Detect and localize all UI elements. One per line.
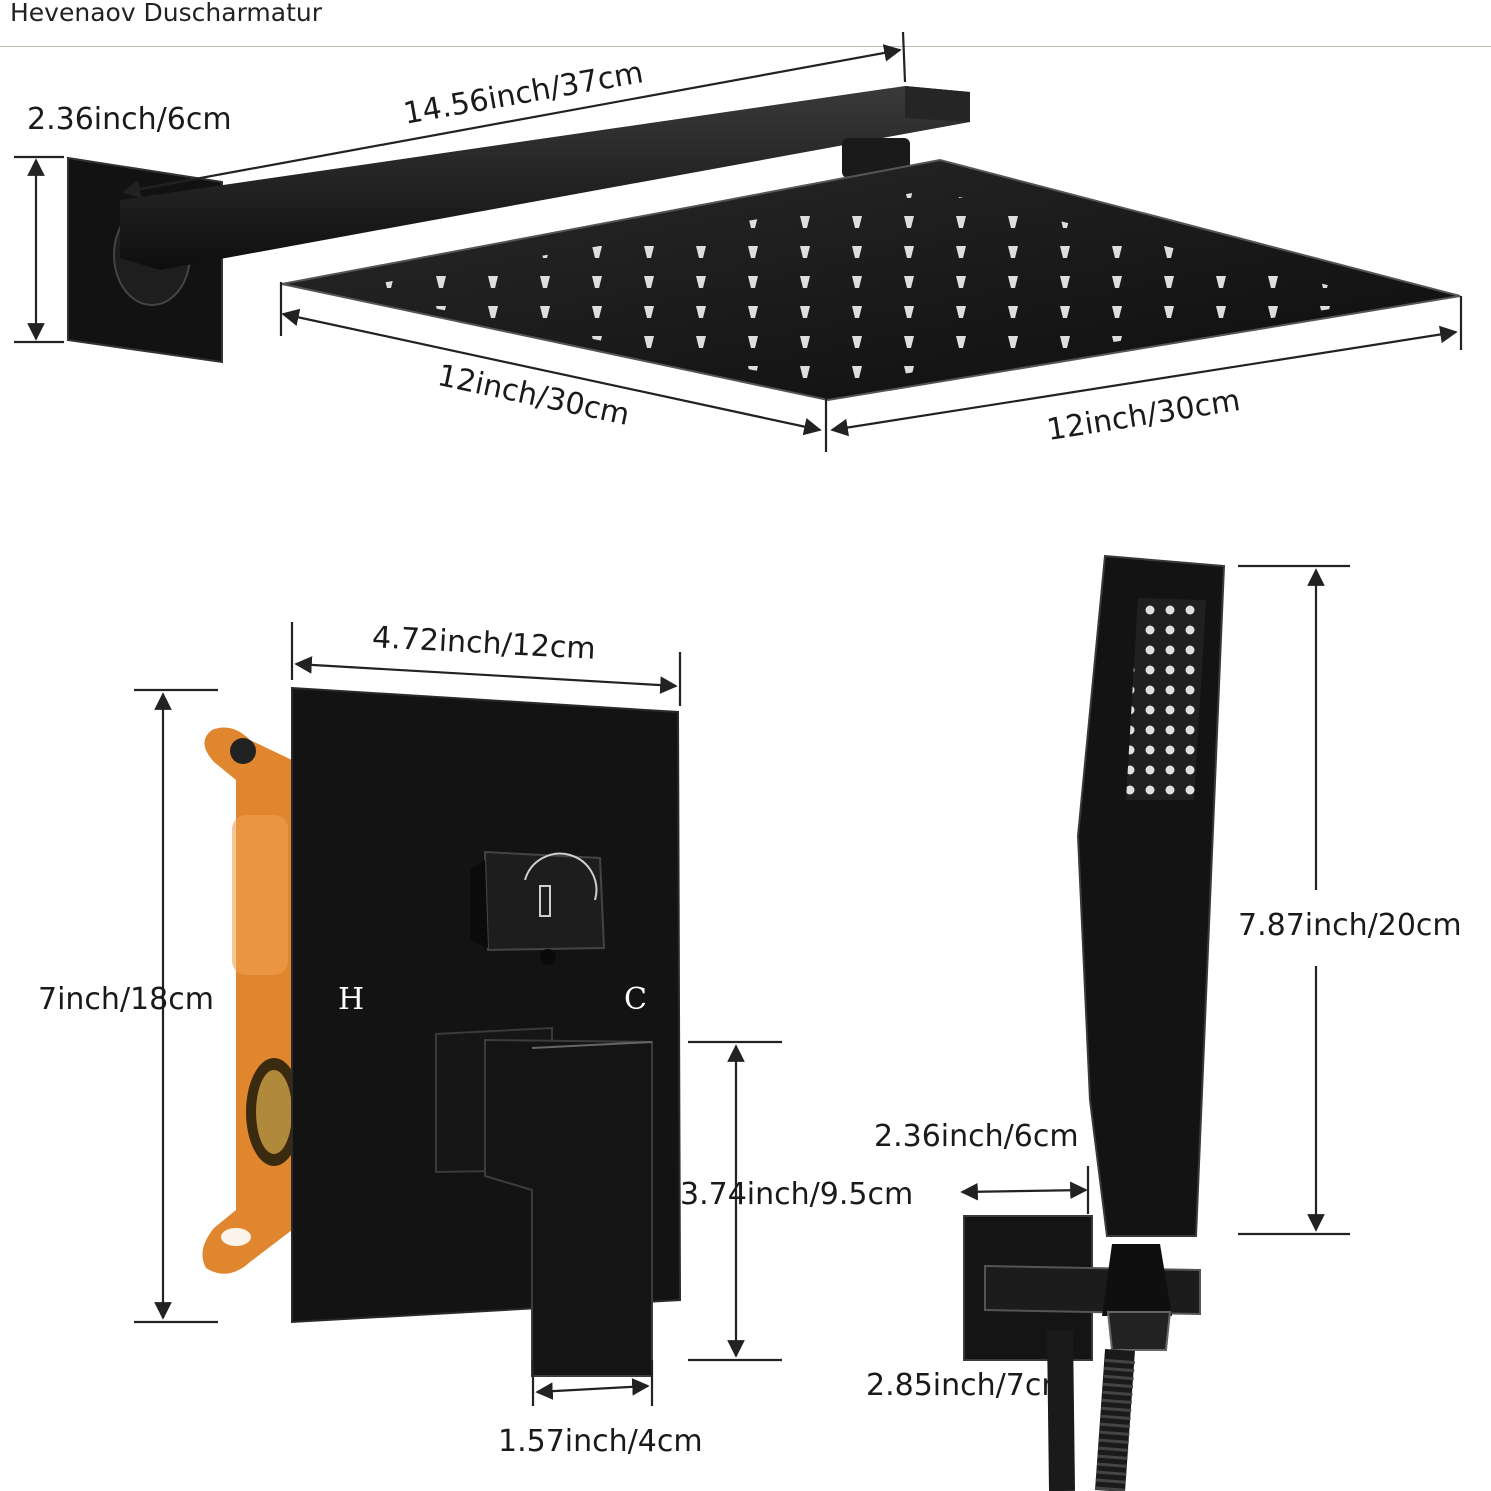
mixer-valve-dimension-lines — [134, 622, 782, 1406]
holder-projection-label: 2.36inch/6cm — [874, 1119, 1079, 1154]
valve-plate-height-label: 7inch/18cm — [38, 982, 214, 1017]
hand-shower — [963, 554, 1226, 1491]
shower-wall-plate-height-label: 2.36inch/6cm — [27, 102, 232, 137]
hose-connector — [1106, 1311, 1172, 1351]
shower-head-nozzles — [340, 190, 1390, 385]
hot-indicator-label: H — [338, 982, 365, 1017]
rough-in-valve-body — [202, 727, 292, 1274]
hose-right — [1095, 1348, 1135, 1491]
rain-shower-head — [67, 86, 1461, 402]
diverter-knob — [483, 850, 606, 952]
mounting-screw-icon — [230, 738, 256, 764]
hand-shower-dimension-lines — [960, 564, 1350, 1236]
mixer-valve — [202, 686, 682, 1377]
hand-shower-nozzles — [1126, 598, 1206, 800]
lever-handle-height-label: 3.74inch/9.5cm — [680, 1177, 914, 1212]
hose-left — [1047, 1329, 1075, 1491]
lever-handle-width-label: 1.57inch/4cm — [498, 1424, 703, 1459]
hand-shower-length-label: 7.87inch/20cm — [1238, 908, 1462, 943]
shower-head-dimension-lines — [14, 31, 1463, 452]
cold-indicator-label: C — [624, 982, 647, 1017]
holder-cradle — [1102, 1244, 1172, 1316]
page-title: Hevenaov Duscharmatur — [10, 0, 323, 27]
holder-plate-width-label: 2.85inch/7cm — [866, 1368, 1071, 1403]
